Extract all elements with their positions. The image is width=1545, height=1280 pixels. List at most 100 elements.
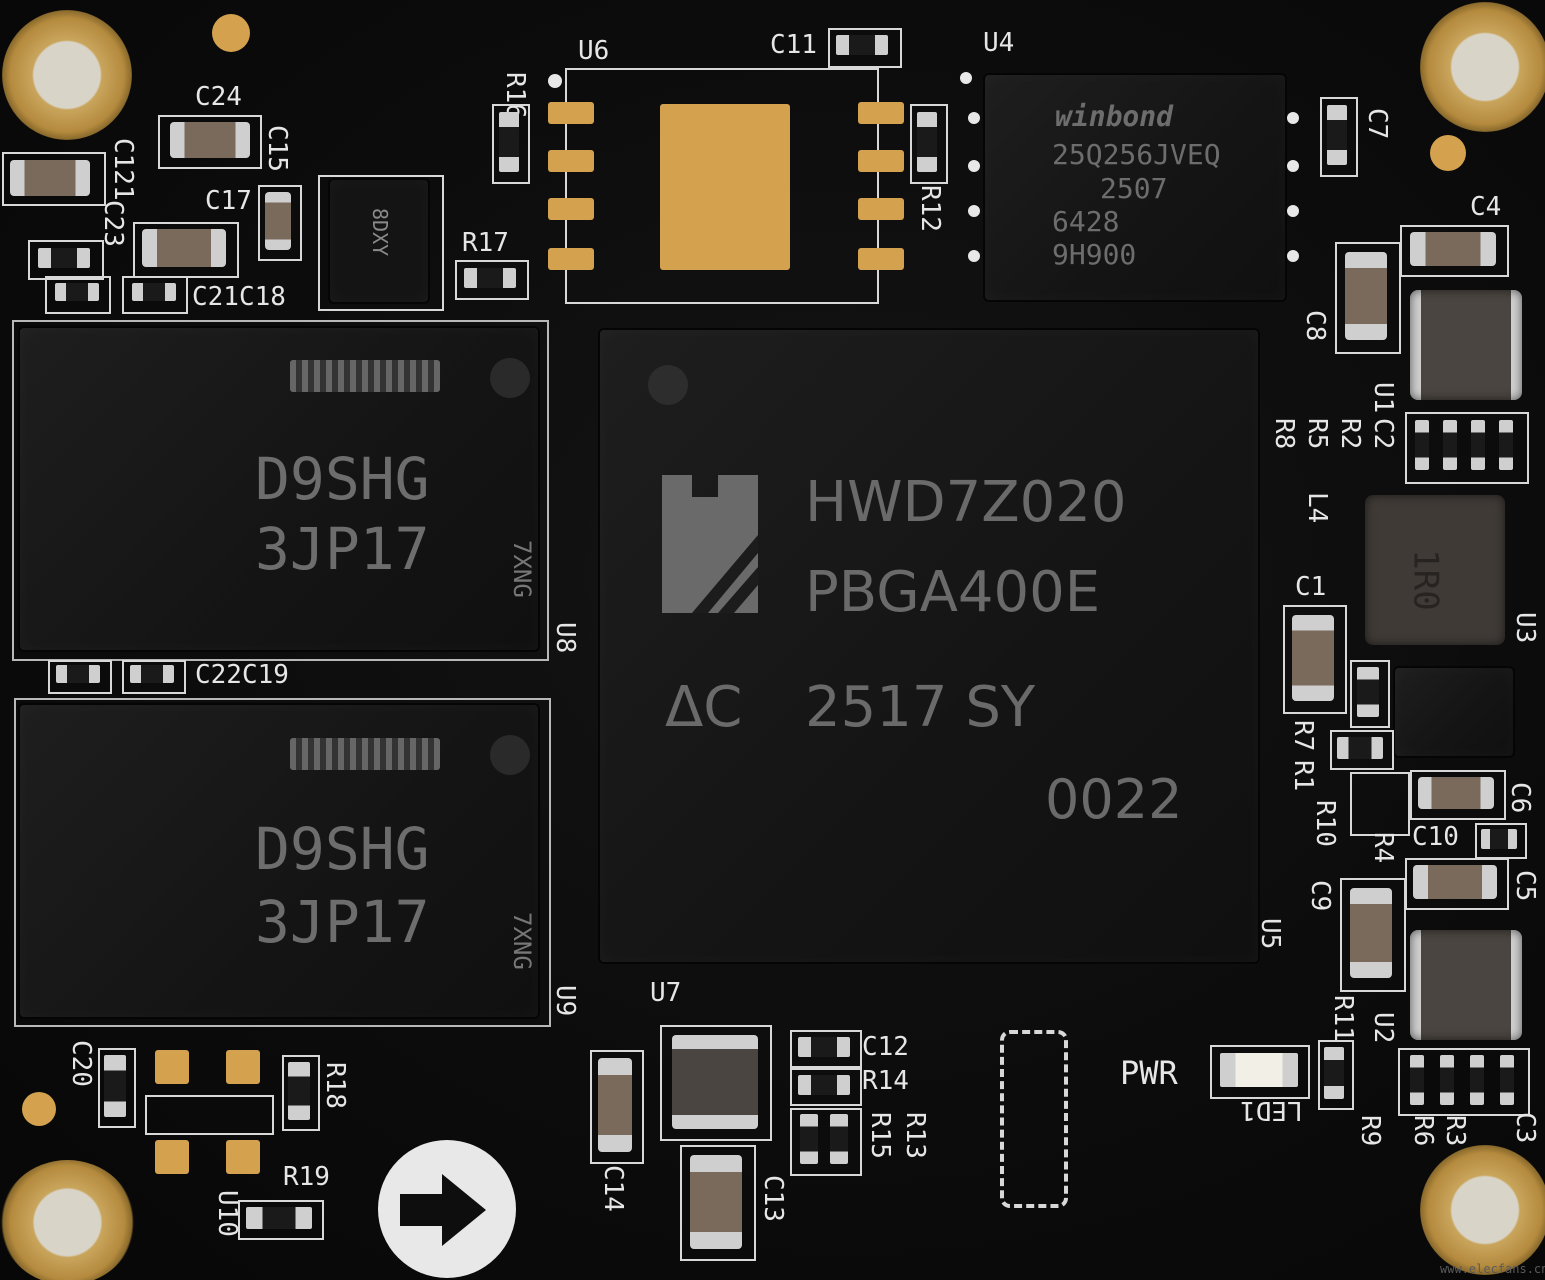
silk-r13: R13 [900,1112,930,1159]
u4-pin-r1 [1287,112,1299,124]
silk-r6: R6 [1408,1115,1438,1147]
c121-outline [2,152,106,206]
silk-c9: C9 [1305,880,1335,912]
r12-outline [910,104,948,184]
resistor-r14 [798,1075,850,1095]
ram-u8-datamatrix [290,360,440,392]
c5-outline [1405,858,1509,910]
ram-u9-pin1 [490,735,530,775]
silk-u8: U8 [550,622,580,654]
silk-r4: R4 [1368,832,1398,864]
regulator-u1 [1410,290,1522,400]
crystal-pad-2 [226,1050,260,1084]
r7-outline [1350,660,1390,728]
flash-chip-u4 [985,75,1285,300]
c19-outline [122,660,186,694]
u4-pin1-marker [960,72,972,84]
ram-chip-u8 [20,328,538,650]
silk-u7: U7 [650,978,682,1008]
silk-r14: R14 [862,1066,909,1096]
c14-outline [590,1050,644,1164]
r-array-outline [1405,412,1529,484]
flash-line3: 6428 [1052,205,1120,238]
mounting-hole-bottom-right [1420,1145,1545,1275]
capacitor-c14 [598,1058,632,1152]
component-u7 [672,1035,758,1129]
c24-outline [158,115,262,169]
resistor-r2 [1471,420,1485,470]
c7-outline [1320,97,1358,177]
main-soc-chip [600,330,1258,962]
silk-c15: C15 [262,125,292,172]
soc-line3-a: ΔC [665,675,743,740]
c17-outline [258,185,302,261]
soc-logo [662,475,758,613]
silk-led1: LED1 [1240,1095,1303,1125]
silk-r7: R7 [1288,720,1318,752]
small-chip-outline [318,175,444,311]
small-chip [330,180,428,302]
ram-u8-pin1 [490,358,530,398]
silk-c11: C11 [770,30,817,60]
resistor-r3 [1470,1055,1484,1105]
silk-r3: R3 [1440,1115,1470,1147]
capacitor-c20 [104,1055,126,1117]
flash-line1: 25Q256JVEQ [1052,138,1221,171]
silk-c1: C1 [1295,572,1327,602]
capacitor-c9 [1350,888,1392,978]
fiducial-right [1430,135,1466,171]
ram-u8-model: D9SHG [255,445,430,513]
silk-c22c19: C22C19 [195,660,289,690]
soc-line4: 0022 [1045,768,1183,831]
u6-pin-4 [548,248,594,270]
silk-u1: U1 [1368,382,1398,414]
resistor-r13 [830,1114,848,1164]
r15-outline [790,1108,862,1176]
capacitor-c5 [1413,865,1497,899]
u6-pin-6 [858,150,904,172]
silk-c21c18: C21C18 [192,282,286,312]
crystal-pad-3 [155,1140,189,1174]
capacitor-c19 [130,665,174,683]
mounting-hole-top-left [2,10,132,140]
resistor-r9 [1410,1055,1424,1105]
capacitor-c22 [56,665,100,683]
component-u10 [246,1207,312,1229]
silk-c8: C8 [1300,310,1330,342]
r11-outline [1318,1040,1354,1110]
capacitor-c24 [170,122,250,158]
soc-line3-b: 2517 SY [805,675,1036,740]
r14-outline [790,1068,862,1106]
silk-c3: C3 [1510,1112,1540,1144]
silk-c24: C24 [195,82,242,112]
silk-u3: U3 [1510,612,1540,644]
capacitor-c1 [1292,615,1334,701]
silk-u4: U4 [983,28,1015,58]
ram-u9-code: 3JP17 [255,888,430,956]
soc-line1: HWD7Z020 [805,470,1127,535]
silk-c2: C2 [1368,418,1398,450]
capacitor-c11 [836,35,888,55]
inductor-label: 1R0 [1405,549,1446,611]
u4-pin-r4 [1287,250,1299,262]
r16-outline [492,104,530,184]
c22-outline [48,660,112,694]
capacitor-c3 [1500,1055,1514,1105]
ram-u8-side: 7XNG [508,540,536,598]
c11-outline [828,28,902,68]
silk-r12: R12 [915,185,945,232]
resistor-r7 [1357,667,1379,717]
capacitor-c6 [1418,777,1494,809]
ram-u8-outline [12,320,549,661]
silk-c6: C6 [1505,782,1535,814]
u6-pin-1 [548,102,594,124]
u4-pin-l2 [968,160,980,172]
r1-outline [1330,730,1394,770]
silk-c121: C121 [108,138,138,201]
capacitor-c13 [690,1155,742,1249]
u4-pin-r2 [1287,160,1299,172]
silk-r18: R18 [320,1062,350,1109]
silk-u2: U2 [1368,1012,1398,1044]
regulator-u2 [1410,930,1522,1040]
